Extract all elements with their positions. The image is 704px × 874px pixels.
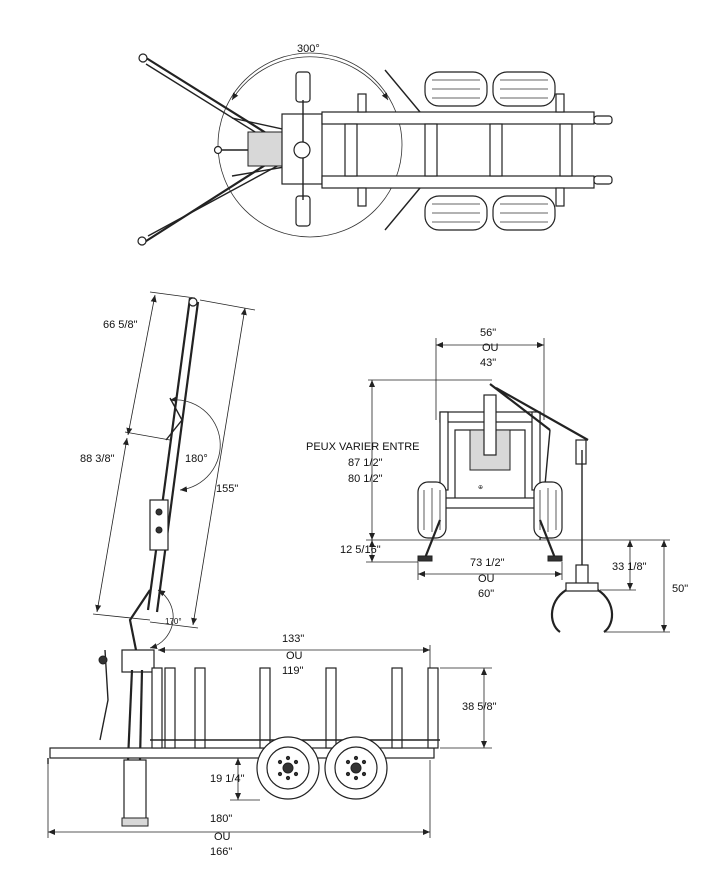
side-dimensions: 133" OU 119" 38 5/8" 19 1/4" 180" OU 166… xyxy=(47,633,497,858)
brand-logo: ⊕ xyxy=(478,485,483,491)
outrigger-min: 60" xyxy=(478,588,494,600)
boom-mid-label: 88 3/8" xyxy=(80,453,115,465)
side-boom xyxy=(98,297,200,827)
rear-height-dims: PEUX VARIER ENTRE 87 1/2" 80 1/2" 12 5/1… xyxy=(306,379,688,633)
width-top-or: OU xyxy=(482,342,499,354)
bunk-length-min: 119" xyxy=(282,665,304,677)
foot-height-label: 12 5/16" xyxy=(340,544,381,556)
side-wheels xyxy=(256,736,388,800)
ground-clearance-label: 19 1/4" xyxy=(210,773,245,785)
total-length-max: 180" xyxy=(210,813,232,825)
angle-lower-label: 170° xyxy=(165,617,182,626)
grapple-height-label: 50" xyxy=(672,583,688,595)
top-view: 300° xyxy=(137,43,613,246)
grapple-drop-label: 33 1/8" xyxy=(612,561,647,573)
rear-view: 56" OU 43" ⊕ xyxy=(306,327,688,633)
trailer-frame xyxy=(321,69,613,231)
tires-top xyxy=(424,71,556,231)
rear-structure: ⊕ xyxy=(417,383,614,633)
rotation-arc-arrow xyxy=(231,56,389,101)
width-top-max: 56" xyxy=(480,327,496,339)
total-length-or: OU xyxy=(214,831,231,843)
boom-total-label: 155" xyxy=(216,483,238,495)
side-trailer xyxy=(47,667,440,764)
bunk-length-or: OU xyxy=(286,650,303,662)
rear-width-dims: 56" OU 43" xyxy=(435,327,545,420)
rotation-circle xyxy=(217,52,403,238)
side-view: 66 5/8" 88 3/8" 155" 180° 170° xyxy=(47,291,497,858)
boom-dimensions: 66 5/8" 88 3/8" 155" 180° 170° xyxy=(80,291,256,649)
total-length-min: 166" xyxy=(210,846,232,858)
outrigger-or: OU xyxy=(478,573,495,585)
bunk-length-max: 133" xyxy=(282,633,304,645)
stake-height-label: 38 5/8" xyxy=(462,701,497,713)
width-top-min: 43" xyxy=(480,357,496,369)
boom-top-label: 66 5/8" xyxy=(103,319,138,331)
rotator-base xyxy=(213,71,323,227)
rotation-label: 300° xyxy=(297,43,320,55)
height-note: PEUX VARIER ENTRE xyxy=(306,441,420,453)
outrigger-max: 73 1/2" xyxy=(470,557,505,569)
height-max: 87 1/2" xyxy=(348,457,383,469)
angle-upper-label: 180° xyxy=(185,453,208,465)
height-min: 80 1/2" xyxy=(348,473,383,485)
